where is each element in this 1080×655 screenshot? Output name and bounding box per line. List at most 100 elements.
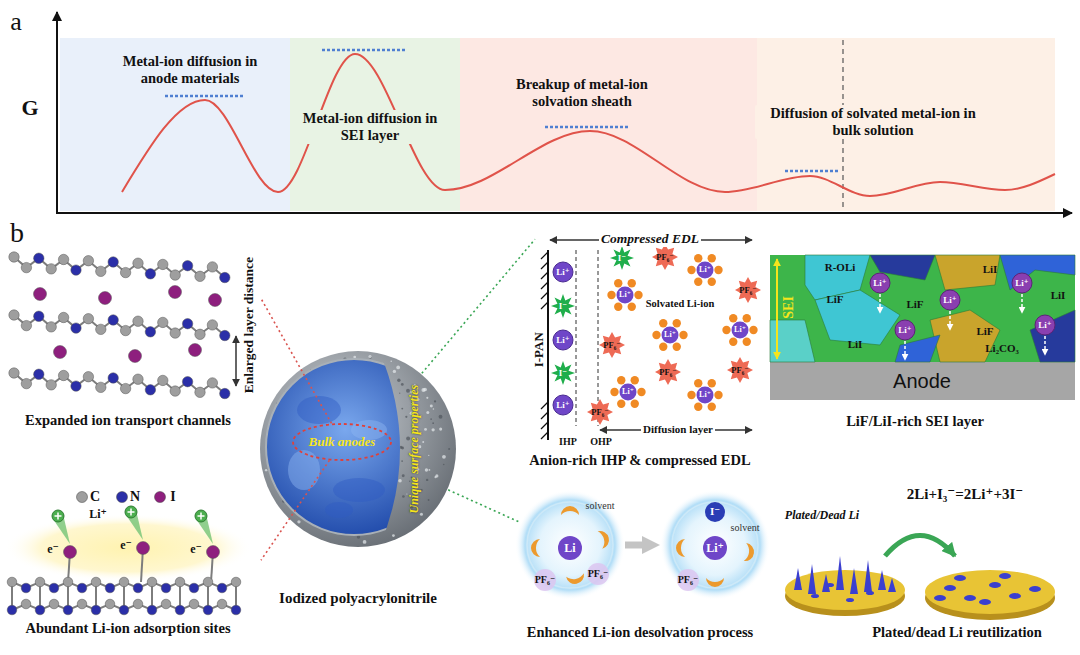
surface-grain xyxy=(399,393,400,394)
attraction-cone xyxy=(196,514,213,544)
anion-star xyxy=(735,277,761,303)
atom xyxy=(21,583,31,593)
legend-swatch xyxy=(77,492,88,503)
reaction-arrow xyxy=(885,536,955,557)
atom xyxy=(34,369,44,379)
barrier-mark xyxy=(165,95,245,98)
structure-panel: Abundant Li-ion adsorption sites xyxy=(5,505,261,643)
atom xyxy=(21,320,31,330)
atom xyxy=(169,286,182,299)
solvent-molecule xyxy=(714,391,722,399)
ion-label: Li⁺ xyxy=(898,325,911,336)
atom xyxy=(58,370,68,380)
sei-grain xyxy=(1000,255,1075,290)
hatch-line xyxy=(541,252,548,259)
glow-area xyxy=(4,514,252,582)
lithium-dendrite xyxy=(888,578,896,592)
atom xyxy=(145,385,155,395)
solvent-molecule xyxy=(628,279,636,287)
bond-line xyxy=(207,582,209,610)
hatch-line xyxy=(541,292,548,299)
atom xyxy=(7,577,17,587)
atom xyxy=(96,324,106,334)
atom xyxy=(91,577,101,587)
surface-grain xyxy=(428,455,429,456)
cation-ball xyxy=(553,330,573,350)
lithium-deposit xyxy=(934,595,946,601)
cation-ball xyxy=(620,384,637,401)
disk-top xyxy=(785,570,905,610)
atom xyxy=(137,542,150,555)
divider-line xyxy=(842,40,843,211)
migration-arrow xyxy=(949,311,951,330)
atom xyxy=(21,599,31,609)
surface-grain xyxy=(426,411,429,414)
surface-grain xyxy=(432,422,434,424)
solvent-molecule xyxy=(694,277,702,285)
solvent-molecule xyxy=(676,539,685,557)
solvent-molecule xyxy=(628,302,636,310)
solvent-molecule xyxy=(694,254,702,262)
atom xyxy=(147,577,157,587)
bond-line xyxy=(12,604,236,610)
solvent-molecule xyxy=(679,331,687,339)
caption: Plated/dead Li reutilization xyxy=(872,624,1042,641)
bond-line xyxy=(123,582,125,610)
anion-star xyxy=(551,361,575,385)
ion-ball xyxy=(558,536,582,560)
surface-grain xyxy=(392,534,395,537)
atom xyxy=(21,262,31,272)
anion-star xyxy=(599,332,625,358)
hatch-line xyxy=(541,272,548,279)
atom xyxy=(189,583,199,593)
bond-line xyxy=(12,582,236,588)
cation-ball xyxy=(553,395,573,415)
ion-label: I⁻ xyxy=(559,368,567,379)
cation-symbol xyxy=(52,510,64,522)
atom xyxy=(129,350,142,363)
surface-grain xyxy=(402,495,405,498)
surface-grain xyxy=(439,415,443,419)
surface-grain xyxy=(297,520,300,523)
surface-grain xyxy=(430,418,432,420)
atom xyxy=(182,318,192,328)
surface-grain xyxy=(434,476,436,478)
lithium-dendrite xyxy=(850,568,858,594)
solvent-molecule xyxy=(566,573,585,585)
surface-grain xyxy=(422,441,424,443)
solvent-molecule xyxy=(743,314,751,322)
hatch-line xyxy=(541,262,548,269)
ion-label: PF₆⁻ xyxy=(678,574,699,586)
surface-grain xyxy=(443,464,445,466)
surface-grain xyxy=(397,379,400,382)
ion-label: Li⁺ xyxy=(556,267,569,278)
atom xyxy=(9,310,19,320)
lithium-deposit xyxy=(846,598,854,602)
solvation-shell xyxy=(672,502,758,588)
ion-ball xyxy=(703,536,727,560)
caption: LiF/LiI-rich SEI layer xyxy=(846,413,984,430)
anion-splash xyxy=(587,563,609,585)
ion-label: PF₆⁻ xyxy=(659,367,676,377)
plane-label: OHP xyxy=(590,436,612,448)
lithium-dendrite xyxy=(864,560,872,592)
atom xyxy=(108,373,118,383)
bond-line xyxy=(151,582,153,610)
surface-grain xyxy=(401,383,404,386)
electron-label: e⁻ xyxy=(120,538,132,552)
atom xyxy=(195,387,205,397)
compound-label: LiI xyxy=(848,338,863,351)
atom xyxy=(46,264,56,274)
atom xyxy=(147,605,157,615)
atom xyxy=(119,605,129,615)
lithium-deposit xyxy=(1029,586,1041,592)
surface-grain xyxy=(398,479,402,483)
solvation-shell xyxy=(527,502,613,588)
atom xyxy=(63,605,73,615)
bond-line xyxy=(39,582,41,610)
anion-star xyxy=(655,359,681,385)
edl-scheme xyxy=(541,240,752,440)
attraction-cone xyxy=(126,510,143,540)
anion-splash xyxy=(534,569,556,591)
atom xyxy=(158,317,168,327)
